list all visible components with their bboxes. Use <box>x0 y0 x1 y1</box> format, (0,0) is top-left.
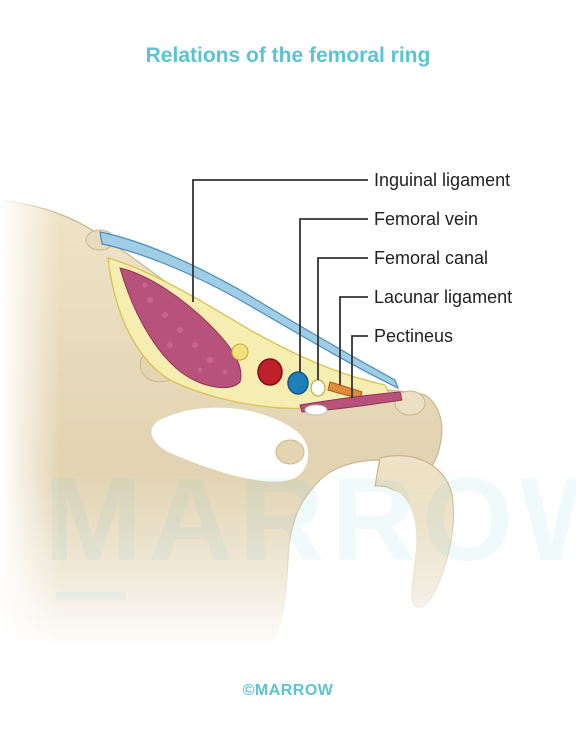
label-lacunar-ligament: Lacunar ligament <box>374 287 513 307</box>
femoral-vein <box>287 371 309 395</box>
pectineal-line-bump <box>275 439 305 465</box>
femoral-artery <box>257 358 283 386</box>
muscle-texture <box>142 282 228 375</box>
leader-inguinal-ligament <box>192 179 368 302</box>
label-femoral-vein: Femoral vein <box>374 209 479 229</box>
femoral-nerve <box>231 343 249 361</box>
inguinal-ligament-band <box>99 231 400 390</box>
watermark: MARROW <box>44 454 576 586</box>
figure-title: Relations of the femoral ring <box>145 44 431 67</box>
obturator-foramen <box>151 407 309 482</box>
pubic-tubercle <box>394 390 426 416</box>
watermark-underline <box>56 592 126 600</box>
left-fade <box>0 190 60 650</box>
femoral-canal <box>310 379 326 397</box>
lymph-node <box>304 404 328 416</box>
leader-lacunar-ligament <box>339 296 368 385</box>
leader-femoral-vein <box>299 218 368 372</box>
label-inguinal-ligament: Inguinal ligament <box>374 170 511 190</box>
label-pectineus: Pectineus <box>374 326 454 346</box>
leader-pectineus <box>351 335 368 398</box>
copyright-logo: ©MARROW <box>242 682 334 699</box>
bottom-fade <box>0 470 576 650</box>
leader-femoral-canal <box>317 257 368 380</box>
leader-lines <box>192 179 368 398</box>
label-femoral-canal: Femoral canal <box>374 248 489 268</box>
